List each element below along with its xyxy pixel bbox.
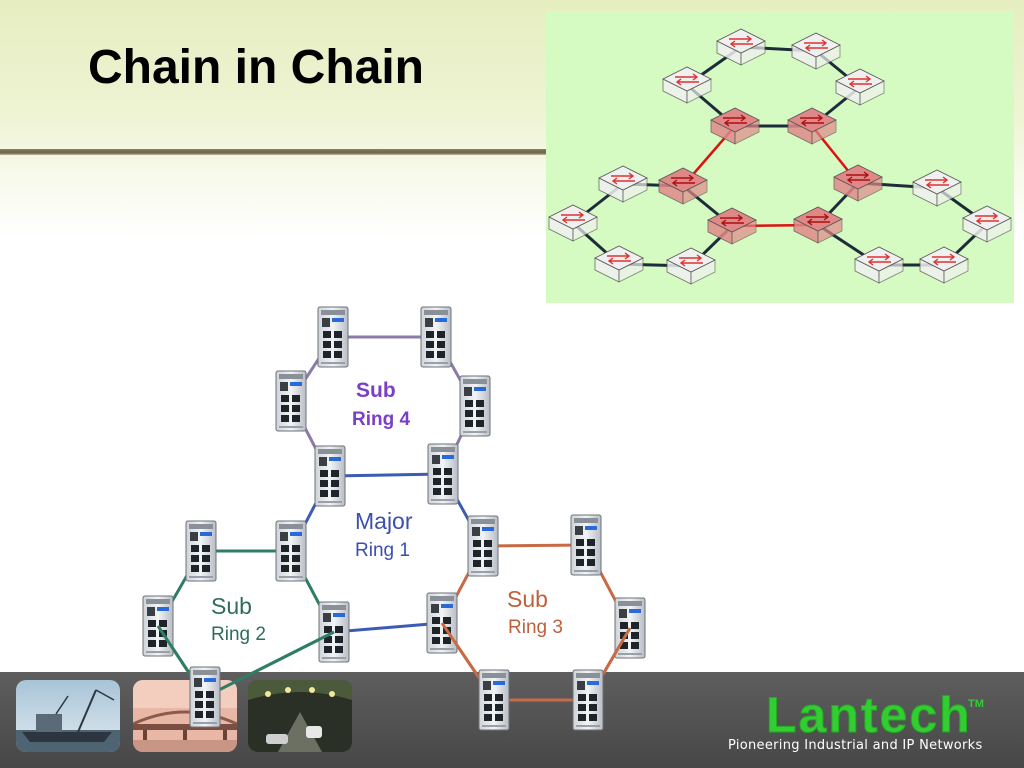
header-divider [0,149,560,155]
network-switch-icon [912,169,962,207]
ring-labels: Sub Ring 4 Major Ring 1 Sub Ring 2 Sub R… [211,379,563,645]
sub-ring-2-label-line1: Sub [211,593,252,619]
industrial-switch-icon [426,592,458,654]
sub-ring-3-label-line1: Sub [507,586,548,612]
industrial-switch-icon [614,597,646,659]
industrial-switch-icon [317,306,349,368]
network-switch-icon [548,204,598,242]
network-switch-icon [854,246,904,284]
brand-logo: Lantech [766,687,972,743]
industrial-switch-icon [420,306,452,368]
industrial-switch-icon [185,520,217,582]
inset-diagram [546,11,1014,303]
ring-link [333,621,443,634]
trademark-mark: TM [968,698,984,710]
network-switch-icon [793,206,843,244]
network-switch-icon [835,68,885,106]
sub-ring-2-label-line2: Ring 2 [211,624,266,645]
inset-switches [548,28,1012,285]
network-switch-icon [598,165,648,203]
industrial-switch-icon [459,375,491,437]
inset-diagram-svg [548,28,1012,285]
network-switch-icon [710,107,760,145]
major-ring-1-label-line1: Major [355,508,413,534]
sub-ring-3-label-line2: Ring 3 [508,617,563,638]
sub-ring-4-label-line1: Sub [356,379,396,402]
network-switch-icon [962,205,1012,243]
network-switch-icon [919,246,969,284]
industrial-switch-icon [427,443,459,505]
network-switch-icon [833,164,883,202]
ring-link [329,472,444,478]
footer-bar: Lantech TM Pioneering Industrial and IP … [0,672,1024,768]
industrial-switch-icon [275,520,307,582]
industrial-switch-icon [318,601,350,663]
network-switch-icon [791,32,841,70]
industrial-switch-icon [570,514,602,576]
industrial-switch-icon [467,515,499,577]
slide-title: Chain in Chain [88,41,424,94]
industrial-switch-icon [314,445,346,507]
network-switch-icon [666,247,716,285]
brand-tagline: Pioneering Industrial and IP Networks [728,738,983,753]
ring-link [482,543,587,548]
sub-ring-4-label-line2: Ring 4 [352,409,410,430]
bridge-photo [133,680,237,752]
industrial-switch-icon [142,595,174,657]
major-ring-1-label-line2: Ring 1 [355,540,410,561]
network-switch-icon [707,207,757,245]
industrial-switch-icon [275,370,307,432]
network-switch-icon [658,167,708,205]
ship-photo [16,680,120,752]
network-switch-icon [716,28,766,66]
tunnel-photo [248,680,352,752]
network-switch-icon [787,107,837,145]
network-switch-icon [662,66,712,104]
network-switch-icon [594,245,644,283]
